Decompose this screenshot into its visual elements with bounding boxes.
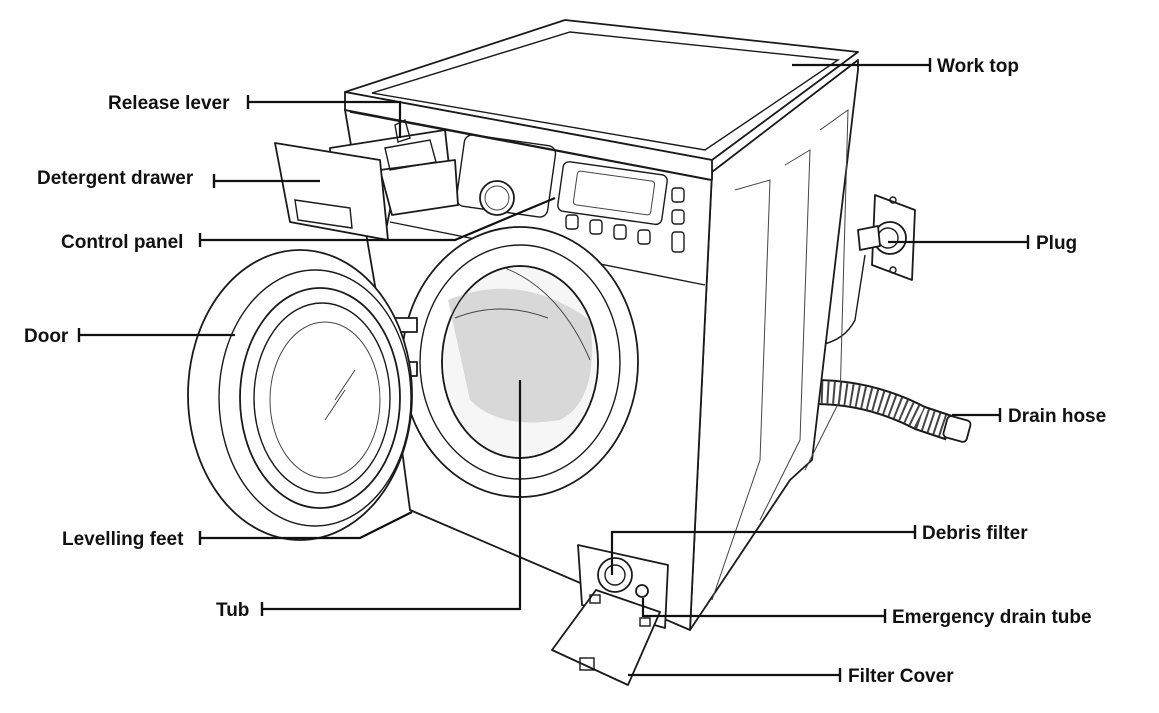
porthole [394,226,639,498]
label-control-panel: Control panel [61,232,183,253]
label-filter-cover: Filter Cover [848,666,954,687]
detergent-drawer[interactable] [274,118,459,241]
label-release-lever: Release lever [108,93,230,114]
label-drain-hose: Drain hose [1008,406,1106,427]
filter-area [551,544,669,686]
door[interactable] [187,249,413,541]
label-emergency-drain-tube: Emergency drain tube [892,607,1092,628]
label-debris-filter: Debris filter [922,523,1028,544]
label-levelling-feet: Levelling feet [62,529,184,550]
drain-hose [814,379,972,443]
power-cable [819,254,866,346]
label-door: Door [24,326,69,347]
label-tub: Tub [216,600,249,621]
plug-socket [857,194,916,281]
label-plug: Plug [1036,233,1077,254]
label-detergent-drawer: Detergent drawer [37,168,194,189]
label-work-top: Work top [937,56,1019,77]
leader-lines [77,58,1030,682]
